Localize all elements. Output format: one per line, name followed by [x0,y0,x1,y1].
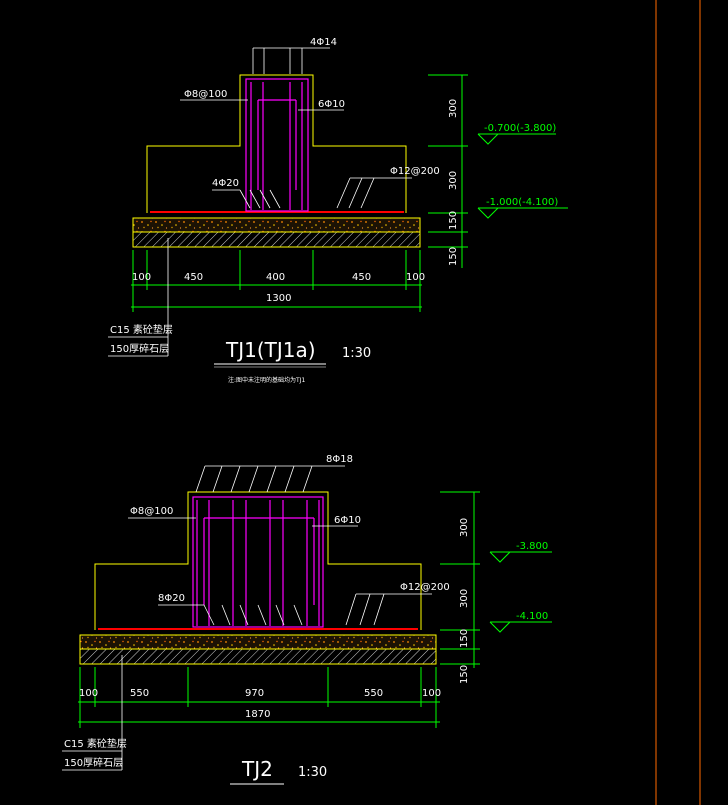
tj2-elev-mid: 300 [459,589,470,608]
tj2-scale: 1:30 [298,765,327,780]
tj2-note-leader [62,655,123,771]
tj2-title: TJ2 [241,757,273,781]
tj2-level-1: -3.800 [516,541,548,552]
tj1-detail: 4Φ14 Φ8@100 6Φ10 4Φ20 Φ12@200 300 300 15… [108,37,568,384]
tj1-level-1: -0.700(-3.800) [484,123,556,134]
tj2-level-2: -4.100 [516,611,548,622]
tj2-elev-base: 150 [459,665,470,684]
tj1-scale: 1:30 [342,346,371,361]
tj2-note-150: 150厚碎石层 [64,756,123,769]
tj2-leaders [128,465,432,626]
tj1-elev-base: 150 [448,247,459,266]
tj1-leaders [180,47,412,209]
tj1-note-leader [108,238,169,357]
tj1-label-4d14: 4Φ14 [310,37,337,48]
tj2-label-8d20: 8Φ20 [158,593,185,604]
tj2-rebar-cage [192,496,324,628]
tj1-label-4d20: 4Φ20 [212,178,239,189]
tj1-footing-outline [146,74,407,213]
tj1-vertical-dim [428,74,568,268]
tj1-dim-4: 450 [352,272,371,283]
tj2-footing-outline [94,491,422,630]
tj2-label-stirrup: Φ8@100 [130,506,173,517]
tj2-note-c15: C15 素砼垫层 [64,737,127,750]
tj1-dim-5: 100 [406,272,425,283]
tj1-subnote: 注:图中未注明的基础均为TJ1 [228,376,305,384]
tj2-label-8d18: 8Φ18 [326,454,353,465]
tj1-elev-top: 300 [448,99,459,118]
tj1-elev-mid: 300 [448,171,459,190]
tj2-vertical-dim [440,491,552,668]
tj1-gravel-layer [132,231,421,248]
tj1-dim-3: 400 [266,272,285,283]
tj2-dim-3: 970 [245,688,264,699]
tj1-label-d12: Φ12@200 [390,166,440,177]
tj1-dim-total: 1300 [266,293,291,304]
tj1-title: TJ1(TJ1a) [225,338,316,362]
tj2-gravel-layer [79,648,437,665]
tj1-label-stirrup: Φ8@100 [184,89,227,100]
tj2-horizontal-dim [78,667,440,728]
tj2-elev-top: 300 [459,518,470,537]
tj2-dim-5: 100 [422,688,441,699]
tj1-level-2: -1.000(-4.100) [486,197,558,208]
tj2-label-d12: Φ12@200 [400,582,450,593]
tj2-label-6d10: 6Φ10 [334,515,361,526]
tj1-concrete-pad [132,217,421,233]
tj1-note-c15: C15 素砼垫层 [110,323,173,336]
tj1-note-150: 150厚碎石层 [110,342,169,355]
tj2-dim-4: 550 [364,688,383,699]
tj1-rebar-cage [245,78,309,212]
tj2-detail: 8Φ18 Φ8@100 6Φ10 8Φ20 Φ12@200 300 300 15… [62,454,552,785]
tj1-dim-1: 100 [132,272,151,283]
sheet-border [655,0,701,805]
tj2-dim-2: 550 [130,688,149,699]
tj2-elev-pad: 150 [459,629,470,648]
tj2-dim-total: 1870 [245,709,270,720]
tj1-label-6d10: 6Φ10 [318,99,345,110]
tj1-dim-2: 450 [184,272,203,283]
tj1-horizontal-dim [131,250,422,312]
tj1-elev-pad: 150 [448,211,459,230]
tj2-concrete-pad [79,634,437,650]
tj2-dim-1: 100 [79,688,98,699]
